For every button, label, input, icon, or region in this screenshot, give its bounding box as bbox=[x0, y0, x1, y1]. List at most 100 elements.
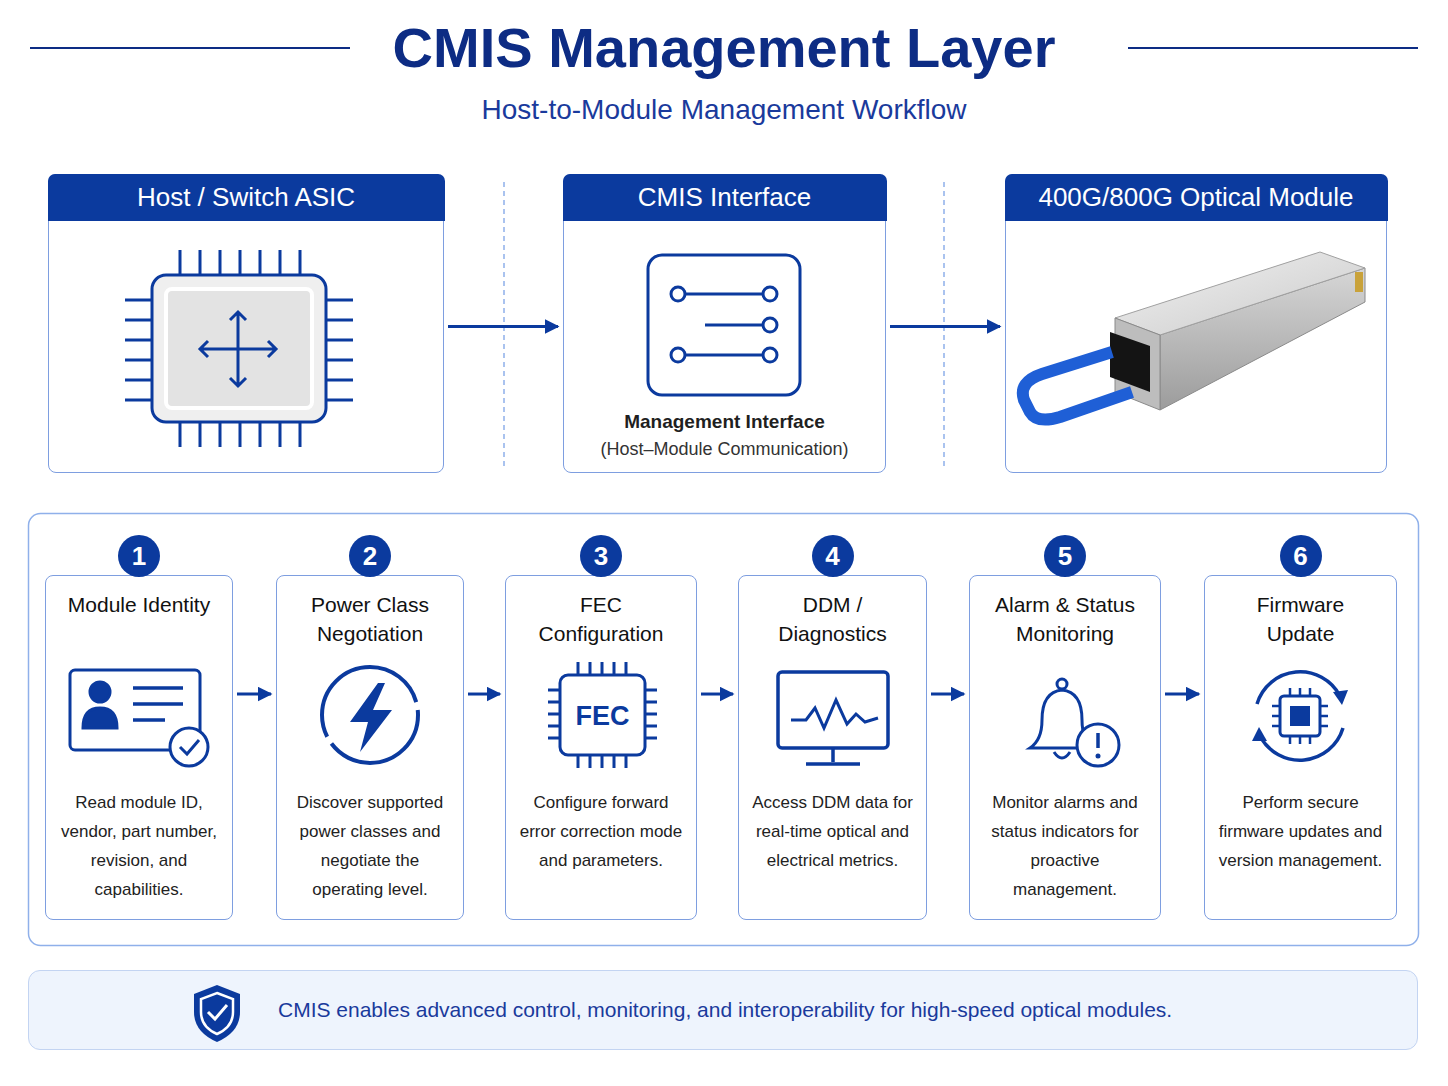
step-title: FEC Configuration bbox=[521, 590, 681, 648]
interface-dot bbox=[671, 348, 685, 362]
power-ring bbox=[322, 667, 418, 763]
process-step: 5Alarm & Status MonitoringMonitor alarms… bbox=[969, 575, 1161, 920]
step-title: Power Class Negotiation bbox=[290, 590, 450, 648]
step-number: 3 bbox=[580, 535, 622, 577]
title-rule bbox=[1128, 47, 1418, 49]
cycle-head bbox=[1252, 727, 1267, 741]
page-title: CMIS Management Layer bbox=[0, 10, 1448, 86]
cycle-arrow bbox=[1260, 728, 1343, 760]
bell-clapper bbox=[1054, 752, 1070, 758]
process-step: 3FEC ConfigurationConfigure forward erro… bbox=[505, 575, 697, 920]
flow-arrow bbox=[237, 693, 271, 696]
step-title: Module Identity bbox=[59, 590, 219, 619]
firmware-chip bbox=[1280, 696, 1320, 736]
step-number: 1 bbox=[118, 535, 160, 577]
bell-knob bbox=[1057, 679, 1067, 689]
id-card-icon bbox=[70, 670, 200, 750]
interface-dot bbox=[763, 348, 777, 362]
flow-arrow bbox=[1165, 693, 1199, 696]
id-person bbox=[83, 708, 117, 728]
bell-icon bbox=[1030, 690, 1094, 748]
step-description: Monitor alarms and status indicators for… bbox=[978, 788, 1152, 904]
interface-dot bbox=[763, 318, 777, 332]
interface-lines bbox=[685, 294, 763, 355]
flow-arrow bbox=[468, 693, 500, 696]
divider-line bbox=[503, 182, 505, 470]
module-front bbox=[1115, 318, 1160, 410]
step-description: Configure forward error correction mode … bbox=[514, 788, 688, 875]
chip-pins bbox=[125, 250, 353, 447]
flow-arrow bbox=[448, 325, 558, 328]
box-header: CMIS Interface bbox=[563, 174, 887, 221]
flow-arrow bbox=[890, 325, 1000, 328]
module-side bbox=[1160, 268, 1365, 410]
pull-tab bbox=[1023, 352, 1132, 420]
fec-chip bbox=[560, 675, 645, 755]
summary-banner: CMIS enables advanced control, monitorin… bbox=[28, 970, 1418, 1050]
step-number: 4 bbox=[812, 535, 854, 577]
step-title: Firmware Update bbox=[1221, 590, 1381, 648]
module-port bbox=[1110, 332, 1150, 392]
cycle-arrow bbox=[1257, 672, 1340, 704]
alert-mark bbox=[1096, 733, 1100, 748]
step-title: Alarm & Status Monitoring bbox=[985, 590, 1145, 648]
workflow-frame bbox=[29, 514, 1419, 946]
move-arrows bbox=[200, 312, 276, 386]
chip-pins bbox=[1272, 688, 1328, 744]
subtitle: Host-to-Module Management Workflow bbox=[0, 92, 1448, 128]
monitor-icon bbox=[778, 672, 888, 748]
module-top bbox=[1115, 252, 1365, 335]
shield-inner bbox=[201, 993, 233, 1034]
lightning-bolt bbox=[350, 683, 392, 752]
cycle-head bbox=[1333, 690, 1348, 705]
summary-text: CMIS enables advanced control, monitorin… bbox=[278, 971, 1397, 1048]
module-contacts bbox=[1355, 272, 1363, 292]
process-step: 6Firmware UpdatePerform secure firmware … bbox=[1204, 575, 1397, 920]
interface-note: (Host–Module Communication) bbox=[564, 439, 885, 460]
step-description: Discover supported power classes and neg… bbox=[285, 788, 455, 904]
id-lines bbox=[133, 688, 183, 720]
step-number: 2 bbox=[349, 535, 391, 577]
process-step: 2Power Class NegotiationDiscover support… bbox=[276, 575, 464, 920]
process-step: 1Module IdentityRead module ID, vendor, … bbox=[45, 575, 233, 920]
alert-dot bbox=[1096, 754, 1101, 759]
interface-dot bbox=[763, 287, 777, 301]
step-number: 6 bbox=[1280, 535, 1322, 577]
firmware-die bbox=[1290, 706, 1310, 726]
check-badge bbox=[170, 728, 208, 766]
interface-label: Management Interface bbox=[564, 411, 885, 433]
title-rule bbox=[30, 47, 350, 49]
box-header: 400G/800G Optical Module bbox=[1005, 174, 1388, 221]
alert-badge bbox=[1077, 724, 1119, 766]
step-description: Read module ID, vendor, part number, rev… bbox=[54, 788, 224, 904]
chip-pins bbox=[548, 662, 657, 768]
step-number: 5 bbox=[1044, 535, 1086, 577]
signal-wave bbox=[791, 700, 878, 728]
monitor-stand bbox=[806, 748, 860, 764]
process-step: 4DDM / DiagnosticsAccess DDM data for re… bbox=[738, 575, 927, 920]
component-box: Host / Switch ASIC bbox=[48, 174, 444, 473]
interface-icon-frame bbox=[648, 255, 800, 395]
shield-icon bbox=[194, 985, 240, 1042]
box-header: Host / Switch ASIC bbox=[48, 174, 445, 221]
step-description: Access DDM data for real-time optical an… bbox=[747, 788, 918, 875]
id-person bbox=[90, 682, 110, 702]
step-description: Perform secure firmware updates and vers… bbox=[1213, 788, 1388, 875]
chip-die bbox=[166, 289, 312, 408]
shield-check bbox=[208, 1005, 227, 1019]
component-box: 400G/800G Optical Module bbox=[1005, 174, 1387, 473]
component-box: CMIS InterfaceManagement Interface (Host–… bbox=[563, 174, 886, 473]
check-mark bbox=[180, 740, 199, 754]
flow-arrow bbox=[931, 693, 964, 696]
chip-body bbox=[152, 275, 326, 422]
divider-line bbox=[943, 182, 945, 470]
step-title: DDM / Diagnostics bbox=[753, 590, 913, 648]
interface-dot bbox=[671, 287, 685, 301]
flow-arrow bbox=[701, 693, 733, 696]
icon-label: FEC bbox=[560, 700, 645, 732]
